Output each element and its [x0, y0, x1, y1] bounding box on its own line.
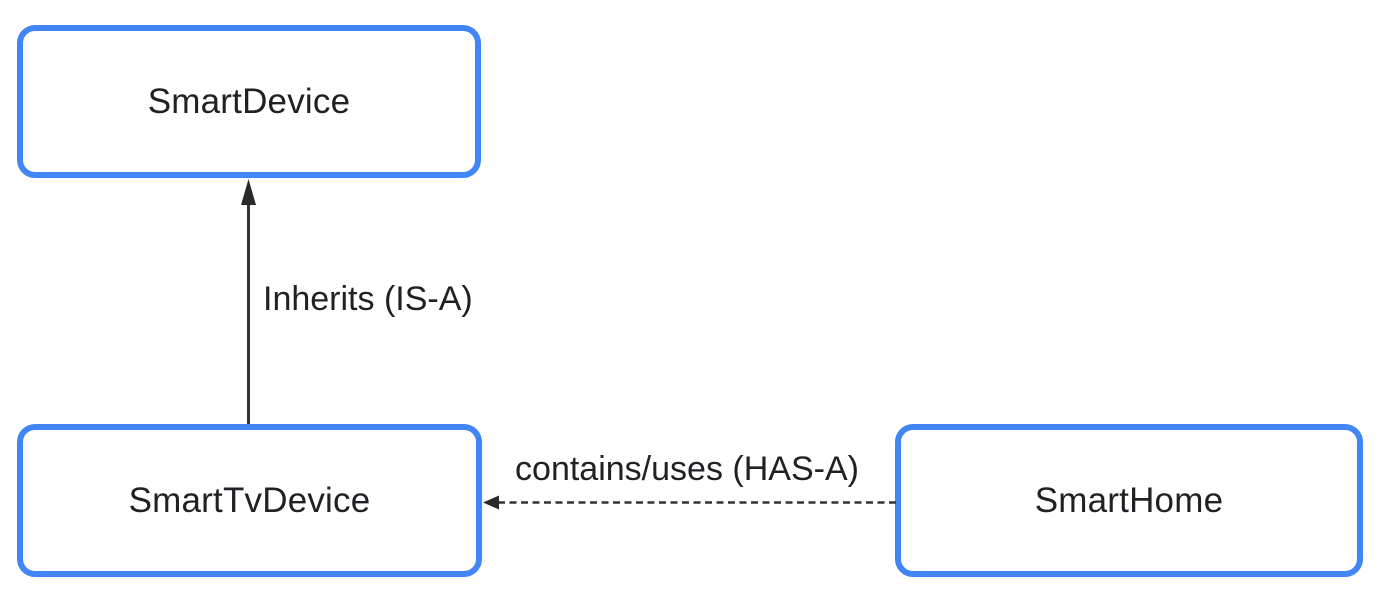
node-smarthome-label: SmartHome: [1034, 480, 1224, 520]
node-smartdevice-label: SmartDevice: [147, 81, 351, 121]
composition-edge-label: contains/uses (HAS-A): [515, 450, 859, 488]
composition-arrowhead-icon: [483, 495, 499, 510]
inheritance-arrowhead-icon: [241, 179, 256, 205]
node-smarttvdevice: SmartTvDevice: [17, 424, 482, 577]
node-smarttvdevice-label: SmartTvDevice: [128, 480, 371, 520]
node-smarthome: SmartHome: [895, 424, 1363, 577]
node-smartdevice: SmartDevice: [17, 25, 481, 178]
inheritance-edge-label: Inherits (IS-A): [263, 280, 473, 318]
